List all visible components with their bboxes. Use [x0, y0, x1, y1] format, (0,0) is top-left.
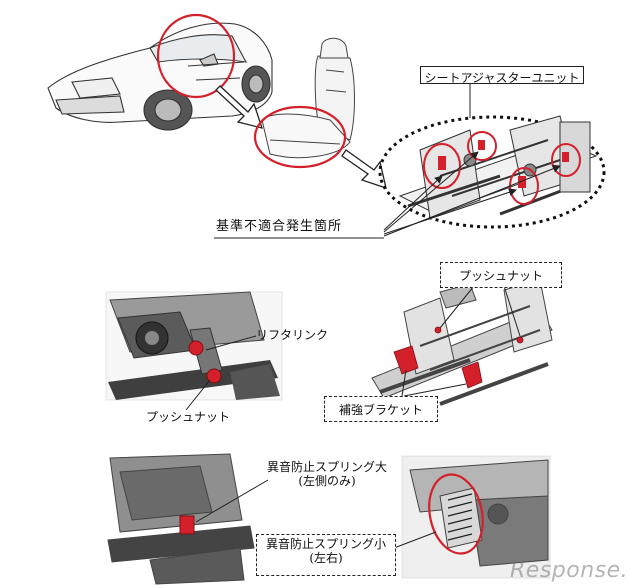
spring-large-line1: 異音防止スプリング大	[266, 460, 387, 474]
spring-small-line2: (左右)	[309, 551, 343, 565]
spring-small-line1: 異音防止スプリング小	[265, 537, 386, 551]
push-nut-left-pointer	[185, 379, 211, 411]
spring-small-pointer	[393, 531, 437, 549]
bracket-pointers	[401, 369, 467, 397]
seat-illustration	[261, 37, 355, 159]
lifter-link-label: リフタリンク	[256, 328, 329, 342]
lifter-link-pointer	[205, 335, 257, 351]
bracket-red-parts	[393, 326, 524, 389]
seat-adjuster-unit-label: シートアジャスターユニット	[424, 71, 580, 85]
unit-red-parts	[438, 140, 569, 188]
car-illustration	[47, 22, 273, 131]
nonconforming-pointers	[383, 151, 561, 237]
unit-dotted-outline	[378, 115, 606, 229]
response-watermark: Response.	[510, 558, 629, 583]
arrow-car-to-seat	[215, 85, 263, 129]
spring-large-line2: (左側のみ)	[298, 474, 356, 488]
seat-adjuster-unit-label-box: シートアジャスターユニット	[420, 66, 584, 85]
car-mirror-highlight	[156, 13, 236, 99]
seat-base-highlight	[253, 105, 347, 169]
push-nut-left-label: プッシュナット	[146, 410, 231, 424]
lifter-link-closeup	[105, 291, 283, 401]
spring-small-highlight	[428, 473, 484, 555]
push-nut-top-label: プッシュナット	[458, 269, 543, 283]
spring-small-label-box: 異音防止スプリング小 (左右)	[256, 534, 396, 576]
spring-large-pointer	[195, 479, 269, 523]
push-nut-top-pointers	[439, 285, 521, 337]
seat-adjuster-unit-illustration	[398, 115, 598, 219]
spring-large-closeup	[107, 453, 255, 585]
spring-large-label: 異音防止スプリング大 (左側のみ)	[260, 460, 394, 488]
reinforcement-bracket-label: 補強ブラケット	[338, 403, 423, 417]
reinforcement-bracket-label-box: 補強ブラケット	[324, 396, 438, 422]
arrow-seat-to-unit	[341, 149, 387, 189]
nonconforming-location-label: 基準不適合発生箇所	[216, 219, 343, 234]
push-nut-top-label-box: プッシュナット	[440, 262, 562, 288]
spring-small-closeup	[401, 455, 551, 579]
unit-red-highlights	[423, 131, 581, 205]
bracket-closeup	[371, 279, 553, 406]
